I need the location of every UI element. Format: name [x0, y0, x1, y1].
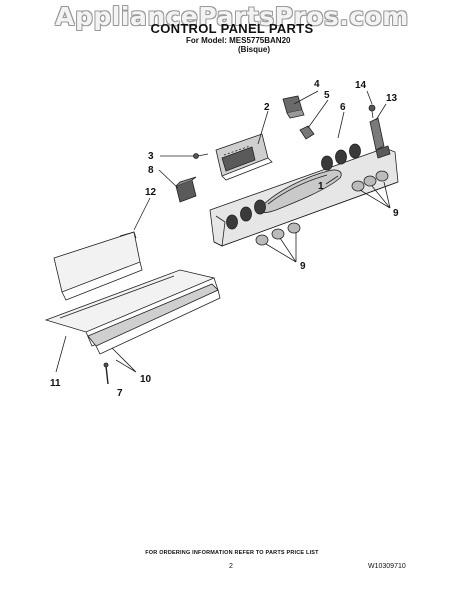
shield-12-part: [53, 231, 143, 301]
callout-3: 3: [148, 151, 154, 162]
leader-lines: [55, 90, 391, 373]
callout-10: 10: [140, 374, 152, 385]
screw-3-part: [193, 153, 209, 159]
callout-5: 5: [324, 90, 330, 101]
switch-part: [282, 95, 305, 119]
callout-12: 12: [145, 187, 157, 198]
callout-8: 8: [148, 165, 154, 176]
callout-9-right: 9: [393, 208, 399, 219]
knobs-left-part: [255, 222, 301, 246]
callout-9-left: 9: [300, 261, 306, 272]
callout-6: 6: [340, 102, 346, 113]
callout-4: 4: [314, 79, 320, 90]
callout-11: 11: [50, 378, 61, 389]
callout-1: 1: [318, 181, 324, 192]
page-title: CONTROL PANEL PARTS: [150, 21, 314, 36]
clip-part: [299, 125, 315, 140]
block-8-part: [175, 176, 197, 203]
ordering-note: FOR ORDERING INFORMATION REFER TO PARTS …: [145, 550, 319, 556]
electronic-control-part: [215, 133, 273, 181]
watermark: AppliancePartsPros.com: [55, 2, 409, 31]
tray-11-part: [44, 269, 219, 347]
control-panel-part: [209, 143, 399, 247]
callout-14: 14: [355, 80, 367, 91]
model-line: For Model: MES5775BAN20: [186, 36, 291, 45]
callout-13: 13: [386, 93, 398, 104]
callout-2: 2: [264, 102, 270, 113]
callout-7: 7: [117, 388, 123, 399]
knobs-right-part: [351, 170, 389, 192]
color-line: (Bisque): [238, 45, 270, 54]
document-number: W10309710: [368, 563, 406, 570]
screw-14-part: [368, 104, 376, 119]
screw-7-part: [103, 362, 109, 385]
bracket-10-part: [87, 283, 221, 355]
page-number: 2: [229, 563, 233, 570]
bracket-13-part: [369, 117, 391, 159]
